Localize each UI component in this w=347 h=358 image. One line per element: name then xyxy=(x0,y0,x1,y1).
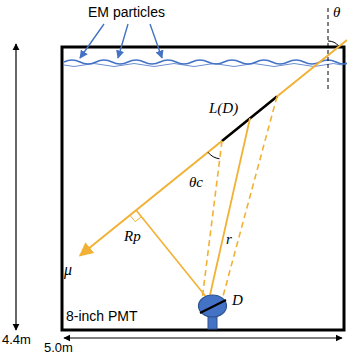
em-particle-arrow xyxy=(150,24,162,58)
pmt-diameter xyxy=(200,300,226,313)
distance-label: Rp xyxy=(124,228,141,245)
em-particle-arrow xyxy=(80,24,104,58)
perpendicular-distance xyxy=(136,210,207,298)
right-angle-mark xyxy=(130,215,142,222)
height-dimension xyxy=(15,44,16,330)
diameter-label: D xyxy=(232,292,243,309)
distance-label: r xyxy=(226,231,232,248)
particle-label: μ xyxy=(64,261,72,279)
cherenkov-light-edge xyxy=(222,97,277,301)
water-surface xyxy=(64,64,342,67)
tank-outline xyxy=(62,47,344,330)
angle-label: θc xyxy=(189,174,203,191)
dimension-label: 5.0m xyxy=(44,341,73,355)
pmt-label: 8-inch PMT xyxy=(66,309,138,324)
light-path xyxy=(210,118,250,295)
particle-label: EM particles xyxy=(88,5,165,20)
dimension-label: 4.4m xyxy=(2,333,31,347)
muon-track xyxy=(80,40,347,256)
zenith-angle-arc xyxy=(328,41,339,46)
cherenkov-light-edge xyxy=(202,141,222,300)
water-surface xyxy=(64,60,347,64)
segment-label: L(D) xyxy=(209,100,238,117)
width-dimension xyxy=(64,337,342,338)
em-particle-arrow xyxy=(118,24,128,58)
vertical-reference xyxy=(328,8,329,92)
cherenkov-angle-arc xyxy=(208,152,220,159)
angle-label: θ xyxy=(333,4,340,21)
pmt-photocathode xyxy=(199,295,227,317)
